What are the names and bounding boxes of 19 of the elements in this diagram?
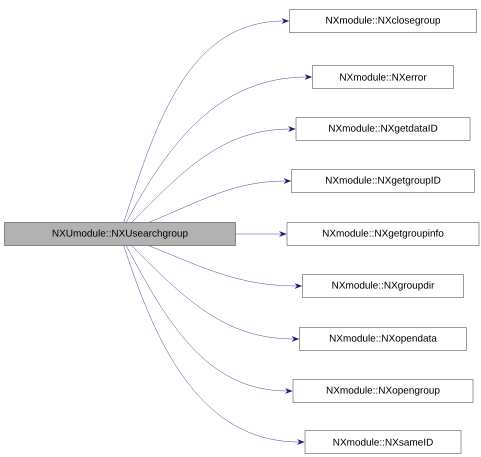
arrow bbox=[124, 18, 289, 222]
function-box: NXmodule::NXerror bbox=[312, 65, 454, 89]
function-box: NXUmodule::NXUsearchgroup bbox=[4, 222, 236, 246]
function-box: NXmodule::NXopengroup bbox=[292, 379, 474, 403]
arrow bbox=[126, 74, 312, 222]
arrow bbox=[126, 246, 292, 394]
function-box: NXmodule::NXsameID bbox=[304, 430, 462, 454]
function-box: NXmodule::NXclosegroup bbox=[289, 9, 477, 33]
arrow bbox=[148, 178, 291, 222]
arrow bbox=[132, 126, 296, 222]
arrow bbox=[132, 246, 299, 342]
function-box: NXmodule::NXgetgroupinfo bbox=[286, 222, 480, 246]
arrow bbox=[148, 246, 302, 289]
function-box: NXmodule::NXgroupdir bbox=[302, 274, 464, 298]
function-box: NXmodule::NXgetgroupID bbox=[291, 169, 475, 193]
arrow bbox=[236, 231, 286, 237]
function-box: NXmodule::NXgetdataID bbox=[296, 117, 470, 141]
function-box: NXmodule::NXopendata bbox=[299, 327, 467, 351]
arrow bbox=[124, 246, 304, 445]
